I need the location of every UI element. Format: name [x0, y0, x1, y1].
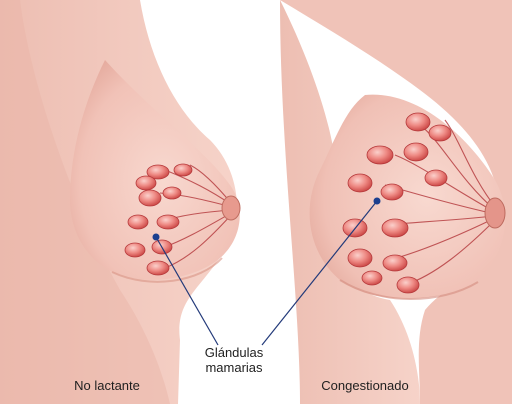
glands-label: Glándulas mamarias: [186, 345, 282, 375]
right-pointer-dot: [373, 197, 381, 205]
right-nipple: [484, 197, 506, 229]
right-caption: Congestionado: [321, 378, 409, 393]
left-nipple: [221, 195, 241, 221]
left-caption: No lactante: [74, 378, 140, 393]
glands-label-line2: mamarias: [205, 360, 263, 375]
right-breast: [309, 94, 506, 299]
right-torso: [280, 0, 512, 404]
pointer-lines: [155, 200, 378, 346]
glands-label-line1: Glándulas: [204, 345, 264, 360]
left-pointer-dot: [152, 233, 160, 241]
